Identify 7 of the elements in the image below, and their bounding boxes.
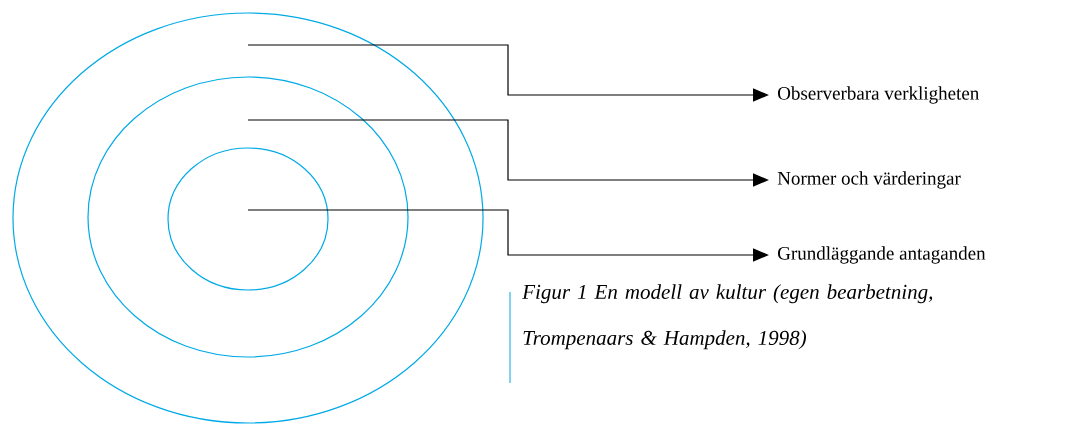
figure-caption: Figur 1 En modell av kultur (egen bearbetning, Trompenaars & Hampden, 1998) — [509, 284, 933, 384]
layer-label: Observerbara verkligheten — [778, 86, 979, 104]
ellipse-ring — [12, 12, 484, 424]
ellipse-ring — [87, 76, 409, 358]
ellipse-ring — [167, 147, 329, 291]
layer-label: Grundläggande antaganden — [778, 246, 986, 264]
layer-label: Normer och värderingar — [777, 171, 961, 189]
